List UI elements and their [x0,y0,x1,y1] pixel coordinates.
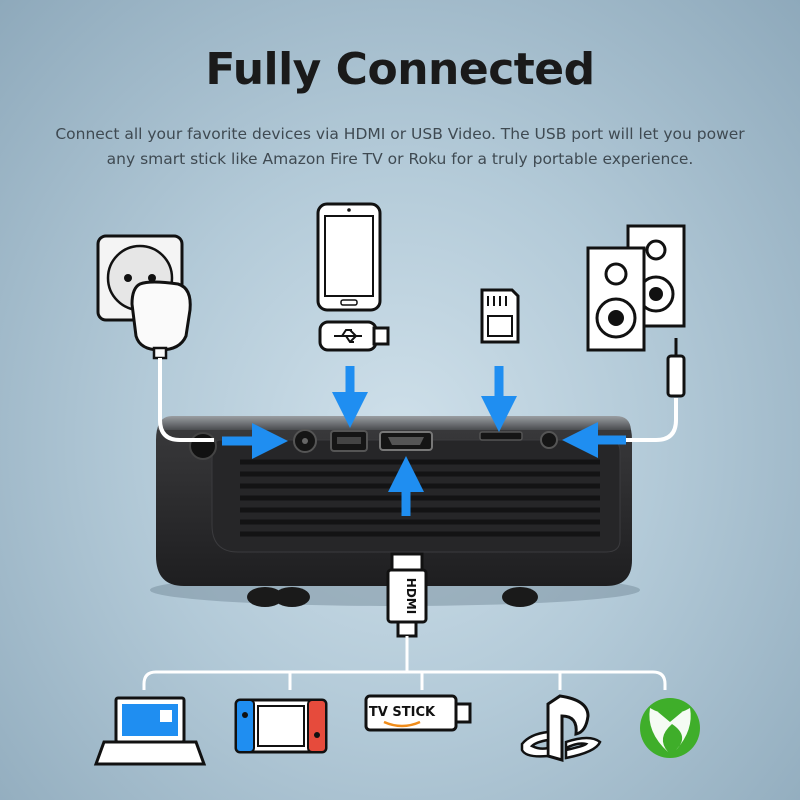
game-console-icon [234,698,328,754]
projector [150,416,640,607]
projector-lens [189,432,217,460]
tv-stick-icon: TV STICK [364,694,472,732]
playstation-icon [520,694,602,762]
sd-card-icon [480,288,520,344]
power-plug-icon [130,280,192,360]
usb-drive-icon [318,320,390,352]
hdmi-connector-icon: HDMI [386,552,428,638]
laptop-icon [93,696,207,766]
page-subtitle: Connect all your favorite devices via HD… [55,125,745,168]
device-branch-lines [142,636,667,690]
audio-cable [624,398,678,442]
sd-card-slot [479,431,523,441]
smartphone-icon [316,202,382,312]
projector-foot [274,587,310,607]
page-title: Fully Connected [205,44,595,95]
projector-foot [502,587,538,607]
audio-port [540,431,558,449]
speakers-icon [586,224,686,352]
power-cable [158,358,214,442]
hdmi-label: HDMI [404,578,418,614]
xbox-icon [640,698,700,758]
vent-grille [240,459,600,537]
tv-stick-label: TV STICK [369,705,436,720]
audio-jack-icon [666,338,686,398]
projector-foot [247,587,283,607]
